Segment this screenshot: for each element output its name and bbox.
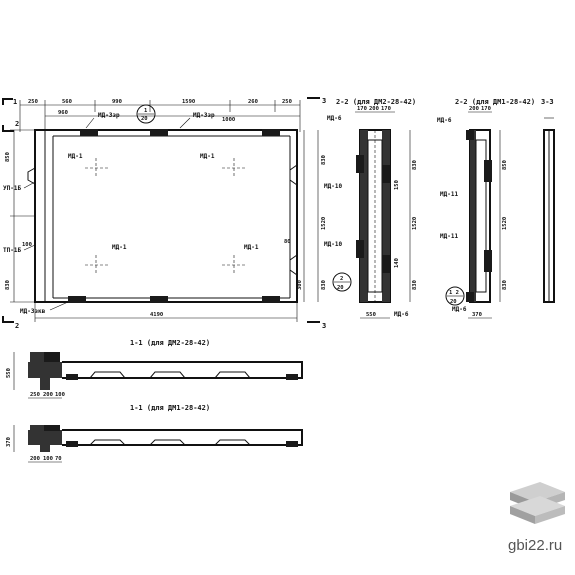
md1-mark-2: МД-1 [200,153,246,178]
s22b-md-1: МД-6 [437,117,452,124]
label-tp1b: ТП-1Б [3,247,21,254]
dim-left-lower: 830 [5,280,11,290]
s22a-side-2: 1520 [321,217,327,230]
circle-2-den: 20 [337,285,344,291]
dim-1000: 1000 [222,117,235,123]
dim-left-upper: 850 [5,152,11,162]
s22b-md-3: МД-11 [440,233,458,240]
s22b-md-4: МД-6 [452,306,467,313]
s22a-top-3: 170 [381,106,391,112]
md1-mark-4: МД-1 [222,244,259,275]
s22a-md-2: МД-10 [324,183,342,190]
dim-80: 80 [284,239,291,245]
s22a-md-3: МД-10 [324,241,342,248]
plan-view: 250 560 990 1590 260 250 960 1000 1 20 М… [2,97,326,330]
label-up1b: УП-1Б [3,185,21,192]
dim-960: 960 [58,110,68,116]
section-2-2-dm2: 2-2 (для ДМ2-28-42) 170 200 170 МД-6 МД-… [317,98,418,319]
s11b-part-3: 70 [55,456,62,462]
label-md1-3: МД-1 [112,244,127,251]
md1-mark-1: МД-1 [68,153,108,178]
detail-circle-2 [332,272,352,292]
s11b-part-1: 200 [30,456,40,462]
watermark-text: gbi22.ru [508,537,563,554]
section-11a-title: 1-1 (для ДМ2-28-42) [130,339,210,347]
s22b-side-1: 850 [502,160,508,170]
s22a-rside-3: 830 [412,280,418,290]
s22b-top-1: 200 [469,106,479,112]
watermark-logo-icon [510,482,565,524]
section-1-1-dm2: 1-1 (для ДМ2-28-42) 550 250 200 100 [6,339,303,399]
label-md3-a: МД-3зр [98,112,120,119]
s22b-top-2: 170 [481,106,491,112]
dim-top-4: 1590 [182,99,195,105]
s22a-md-1: МД-6 [327,115,342,122]
circle-2-num: 2 [340,276,343,282]
section-1-1-dm1: 1-1 (для ДМ1-28-42) 370 200 100 70 [6,404,303,463]
s22a-side-3: 830 [321,280,327,290]
dim-top-3: 990 [112,99,122,105]
s22a-side-1: 830 [321,155,327,165]
s22a-md-4: МД-6 [394,311,409,318]
detail-circle-1 [136,104,156,124]
label-md1-2: МД-1 [200,153,215,160]
label-md3-b: МД-3зр [193,112,215,119]
s11a-part-3: 100 [55,392,65,398]
circle-3-num: 1 2 [449,290,459,296]
s11a-part-1: 250 [30,392,40,398]
section-2-2-dm1: 2-2 (для ДМ1-28-42) 200 170 МД-6 МД-11 М… [437,98,535,319]
label-md1-4: МД-1 [244,244,259,251]
section-3-3: 3-3 [541,98,555,303]
cut-1-top: 1 [13,98,17,106]
cut-3-bottom: 3 [322,322,326,330]
cut-2-top: 2 [15,120,19,128]
md1-mark-3: МД-1 [85,244,127,275]
cut-2-bottom: 2 [15,322,19,330]
s11a-part-2: 200 [43,392,53,398]
s22a-top-1: 170 [357,106,367,112]
s22b-side-2: 1520 [502,217,508,230]
s22a-bottom: 550 [366,312,376,318]
circle-1-num: 1 [144,108,148,114]
s22b-side-3: 830 [502,280,508,290]
section-22b-title: 2-2 (для ДМ1-28-42) [455,98,535,106]
s22a-rside-1: 830 [412,160,418,170]
dim-top-2: 560 [62,99,72,105]
circle-3-den: 20 [450,299,457,305]
s22a-mid-2: 140 [394,258,400,268]
dim-top-1: 250 [28,99,38,105]
s11b-part-2: 100 [43,456,53,462]
section-22a-title: 2-2 (для ДМ2-28-42) [336,98,416,106]
s22a-top-2: 200 [369,106,379,112]
s22a-mid-1: 150 [394,180,400,190]
dim-right: 300 [297,280,303,290]
dim-bottom: 4190 [150,312,163,318]
s22b-bottom: 370 [472,312,482,318]
circle-1-den: 20 [141,116,148,122]
dim-100: 100 [22,242,32,248]
section-11b-title: 1-1 (для ДМ1-28-42) [130,404,210,412]
cut-3-top: 3 [322,97,326,105]
s22a-rside-2: 1520 [412,217,418,230]
detail-circle-3 [445,286,465,306]
label-md3-bottom: МД-3зкв [20,308,46,315]
dim-top-6: 250 [282,99,292,105]
s22b-md-2: МД-11 [440,191,458,198]
s11b-h: 370 [6,437,12,447]
section-33-title: 3-3 [541,98,554,106]
label-md1-1: МД-1 [68,153,83,160]
s11a-h: 550 [6,368,12,378]
dim-top-5: 260 [248,99,258,105]
